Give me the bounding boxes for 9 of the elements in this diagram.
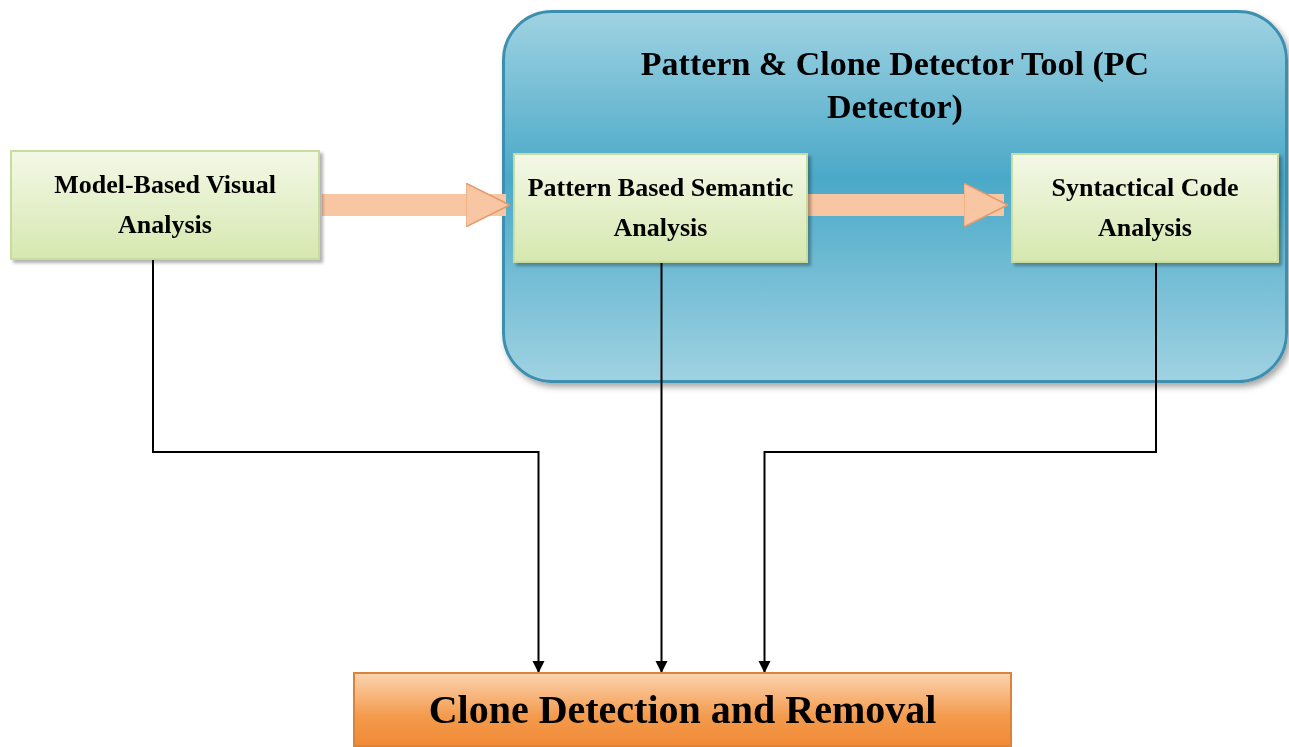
process-box: Model-Based Visual Analysis: [10, 150, 320, 260]
block-arrow: [807, 182, 1009, 228]
result-box: Clone Detection and Removal: [353, 672, 1012, 747]
container-title: Pattern & Clone Detector Tool (PC Detector): [639, 44, 1151, 127]
process-box: Syntactical Code Analysis: [1011, 153, 1279, 263]
arrow: [152, 259, 545, 673]
block-arrow: [322, 182, 511, 228]
process-box: Pattern Based Semantic Analysis: [513, 153, 808, 263]
tool-container: [502, 10, 1288, 383]
